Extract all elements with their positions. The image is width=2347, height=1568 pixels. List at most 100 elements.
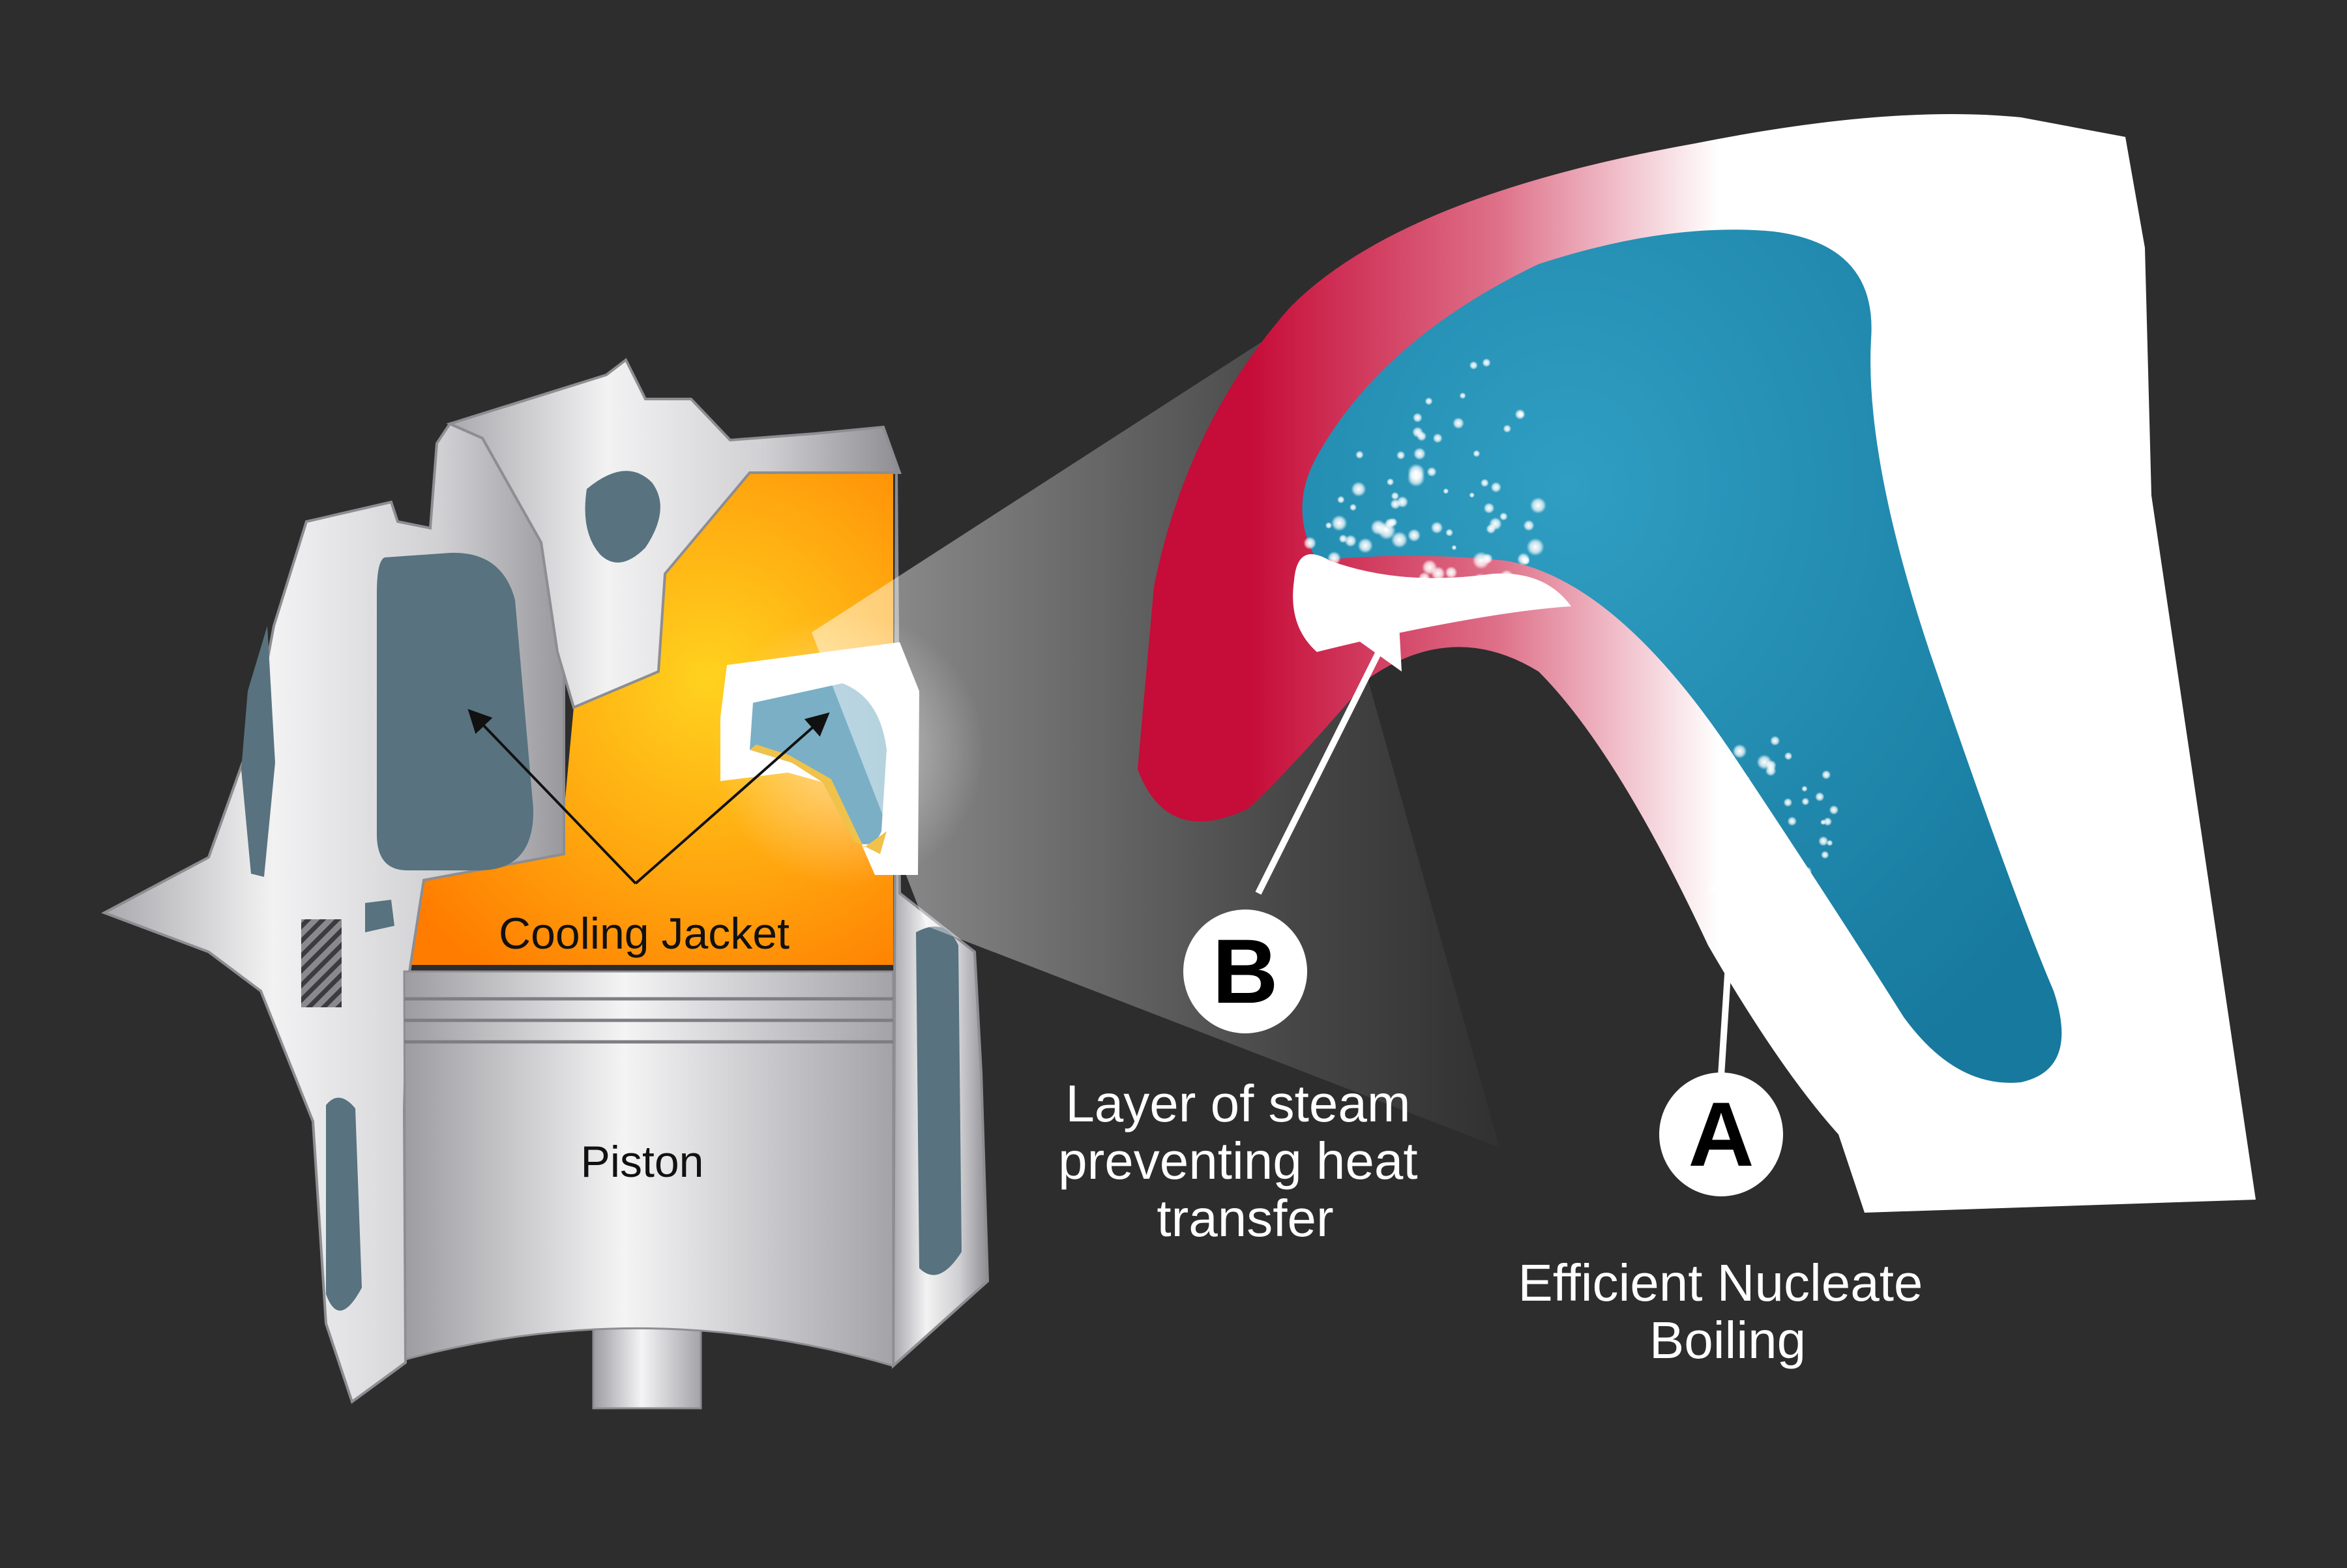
bubble	[1355, 451, 1364, 459]
nucleate-boiling-caption-line-1: Efficient Nucleate	[1518, 1254, 1923, 1312]
bubble	[1469, 361, 1478, 370]
bubble	[1399, 587, 1416, 604]
bubble	[1412, 413, 1423, 422]
bubble	[1823, 817, 1833, 826]
callout-b-arrowhead	[1356, 613, 1402, 672]
bubble	[1469, 492, 1475, 498]
coolant-passage-main	[377, 552, 534, 870]
bubble	[1778, 902, 1784, 908]
badge-b	[1183, 910, 1307, 1033]
bubble	[1798, 862, 1805, 869]
steam-layer-caption-line-2: preventing heat	[1058, 1132, 1418, 1190]
bubble	[1801, 797, 1810, 806]
hatched-bolt	[301, 919, 342, 1007]
nucleate-boiling-caption: Efficient Nucleate Boiling	[1518, 1254, 1937, 1369]
bubble	[1327, 551, 1341, 565]
bubble	[1730, 788, 1737, 793]
bubble	[1418, 572, 1430, 584]
badge-b-letter: B	[1212, 920, 1278, 1022]
cylinder-head-upper	[446, 357, 902, 709]
bubble	[1391, 492, 1399, 500]
bubble	[1408, 529, 1421, 542]
bubble	[1331, 514, 1348, 531]
bubble	[1743, 776, 1750, 782]
bubble	[1417, 431, 1427, 441]
bubble	[1802, 866, 1812, 877]
bubble	[1430, 521, 1443, 534]
coolant-passage-left-lower	[326, 1097, 362, 1311]
bubble	[1396, 451, 1406, 460]
bubble	[1303, 537, 1317, 550]
bubble	[1503, 424, 1512, 433]
bubble	[1473, 450, 1481, 458]
bubble	[1808, 898, 1823, 912]
bubble	[1762, 898, 1771, 907]
bubble	[1818, 836, 1829, 846]
bubble	[1731, 828, 1737, 834]
bubble	[1829, 805, 1839, 815]
bubble	[1421, 559, 1438, 576]
bubble	[1390, 499, 1401, 510]
bubble	[1489, 517, 1502, 531]
bubble	[1426, 591, 1434, 598]
bubble	[1529, 497, 1546, 514]
steam-layer-caption: Layer of steam preventing heat transfer	[1058, 1074, 1432, 1247]
bubble	[1482, 553, 1493, 565]
bubble	[1408, 464, 1425, 481]
bubble	[1709, 884, 1720, 896]
piston-label: Piston	[581, 1137, 704, 1187]
bubble	[1483, 503, 1495, 514]
bubble	[1499, 569, 1514, 584]
bubble	[1784, 752, 1793, 760]
bubble	[1769, 860, 1779, 869]
piston	[403, 970, 894, 1368]
bubble	[1764, 853, 1771, 859]
piston-rings	[404, 997, 893, 1044]
steam-layer-caption-line-1: Layer of steam	[1065, 1074, 1410, 1132]
bubble	[1499, 512, 1508, 521]
bubble	[1804, 919, 1816, 932]
bubble	[1445, 529, 1454, 537]
bubble	[1522, 556, 1530, 565]
bubble	[1325, 522, 1333, 529]
steam-layer-caption-line-3: transfer	[1157, 1189, 1333, 1247]
cooling-jacket-label: Cooling Jacket	[499, 909, 790, 958]
callout-b-pointer	[1255, 643, 1385, 895]
bubble	[1732, 744, 1747, 759]
bubble	[1473, 573, 1488, 588]
bubble	[1770, 735, 1780, 746]
bubble	[1391, 531, 1408, 548]
bubble	[1432, 433, 1443, 443]
bubble	[1385, 518, 1395, 529]
bubble	[1386, 478, 1395, 486]
bubble	[1453, 417, 1464, 429]
callout-a-arrowhead	[1715, 836, 1757, 885]
coolant-passage-left-outer	[241, 626, 275, 877]
bubble	[1459, 392, 1466, 399]
coolant-fluid	[1302, 229, 2062, 1083]
bubble	[1793, 883, 1809, 898]
bubble	[1783, 798, 1793, 807]
bubbles	[1303, 358, 1839, 935]
callout-b: B Layer of steam preventing heat transfe…	[1058, 613, 1432, 1247]
badge-a	[1659, 1072, 1783, 1196]
bubble	[1767, 902, 1779, 913]
nucleate-boiling-caption-line-2: Boiling	[1649, 1311, 1806, 1369]
bubble	[1775, 926, 1784, 935]
bubble	[1482, 358, 1491, 367]
bubble	[1357, 538, 1373, 554]
bubble	[1765, 760, 1777, 771]
bubble	[1801, 786, 1808, 792]
bubble	[1815, 791, 1825, 802]
engine-cross-section: Cooling Jacket Piston	[101, 357, 990, 1410]
bubble	[1755, 883, 1766, 895]
bubble	[1821, 851, 1829, 859]
coolant-passage-right	[916, 926, 962, 1275]
bubble	[1337, 496, 1345, 504]
bubble	[1351, 481, 1366, 497]
cooling-jacket-pointers	[467, 709, 830, 885]
badge-a-letter: A	[1688, 1083, 1754, 1185]
coolant-passage-left-mid	[365, 900, 394, 932]
